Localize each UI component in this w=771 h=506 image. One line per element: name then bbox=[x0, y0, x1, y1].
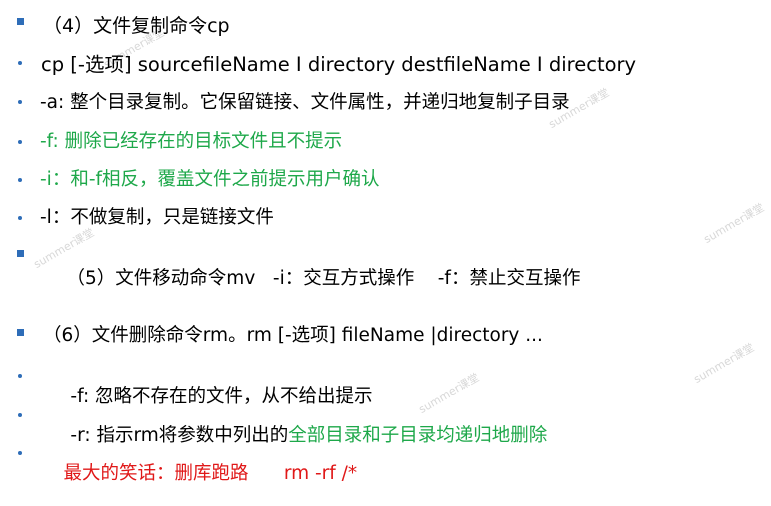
bullet-dot bbox=[18, 178, 22, 182]
joke-line: 最大的笑话：删库跑路 rm -rf /* bbox=[40, 438, 358, 506]
heading-mv: （5）文件移动命令mv -i：交互方式操作 -f：禁止交互操作 bbox=[43, 243, 581, 311]
bullet-dot bbox=[18, 216, 22, 220]
line-text: -a: 整个目录复制。它保留链接、文件属性，并递归地复制子目录 bbox=[40, 92, 570, 113]
watermark: summer课堂 bbox=[691, 340, 757, 386]
line-text: -i：和-f相反，覆盖文件之前提示用户确认 bbox=[40, 169, 380, 190]
bullet-square bbox=[17, 18, 24, 25]
rm-option-r: -r: 指示rm将参数中列出的全部目录和子目录均递归地删除 bbox=[41, 400, 547, 468]
bullet-dot bbox=[18, 61, 22, 65]
watermark: summer课堂 bbox=[701, 200, 767, 246]
option-i: -i：和-f相反，覆盖文件之前提示用户确认 bbox=[40, 165, 380, 191]
bullet-square bbox=[17, 250, 24, 257]
line-text: -r: 指示rm将参数中列出的 bbox=[64, 425, 289, 446]
bullet-square bbox=[17, 329, 24, 336]
line-text: （6）文件删除命令rm。rm [-选项] fileName |directory… bbox=[43, 325, 543, 346]
option-f: -f: 删除已经存在的目标文件且不提示 bbox=[40, 127, 342, 153]
line-text: （5）文件移动命令mv -i：交互方式操作 -f：禁止交互操作 bbox=[66, 268, 581, 289]
line-text: （4）文件复制命令cp bbox=[43, 15, 230, 37]
option-l: -l：不做复制，只是链接文件 bbox=[40, 203, 274, 229]
line-text-highlight: 全部目录和子目录均递归地删除 bbox=[288, 425, 548, 446]
line-text: -f: 忽略不存在的文件，从不给出提示 bbox=[64, 386, 373, 407]
line-text: 最大的笑话：删库跑路 rm -rf /* bbox=[63, 463, 358, 484]
bullet-dot bbox=[18, 140, 22, 144]
bullet-dot bbox=[18, 374, 22, 378]
line-text: cp [-选项] sourcefileName I directory dest… bbox=[41, 53, 637, 76]
option-a: -a: 整个目录复制。它保留链接、文件属性，并递归地复制子目录 bbox=[40, 88, 570, 114]
bullet-dot bbox=[18, 451, 22, 455]
bullet-dot bbox=[18, 100, 22, 104]
line-text: -l：不做复制，只是链接文件 bbox=[40, 207, 274, 228]
slide: summer课堂 summer课堂 summer课堂 summer课堂 summ… bbox=[17, 11, 767, 484]
line-text: -f: 删除已经存在的目标文件且不提示 bbox=[40, 131, 343, 152]
rm-option-f: -f: 忽略不存在的文件，从不给出提示 bbox=[41, 361, 373, 429]
bullet-dot bbox=[18, 413, 22, 417]
cp-syntax: cp [-选项] sourcefileName I directory dest… bbox=[41, 48, 636, 77]
heading-cp: （4）文件复制命令cp bbox=[43, 11, 230, 38]
heading-rm: （6）文件删除命令rm。rm [-选项] fileName |directory… bbox=[43, 321, 543, 347]
